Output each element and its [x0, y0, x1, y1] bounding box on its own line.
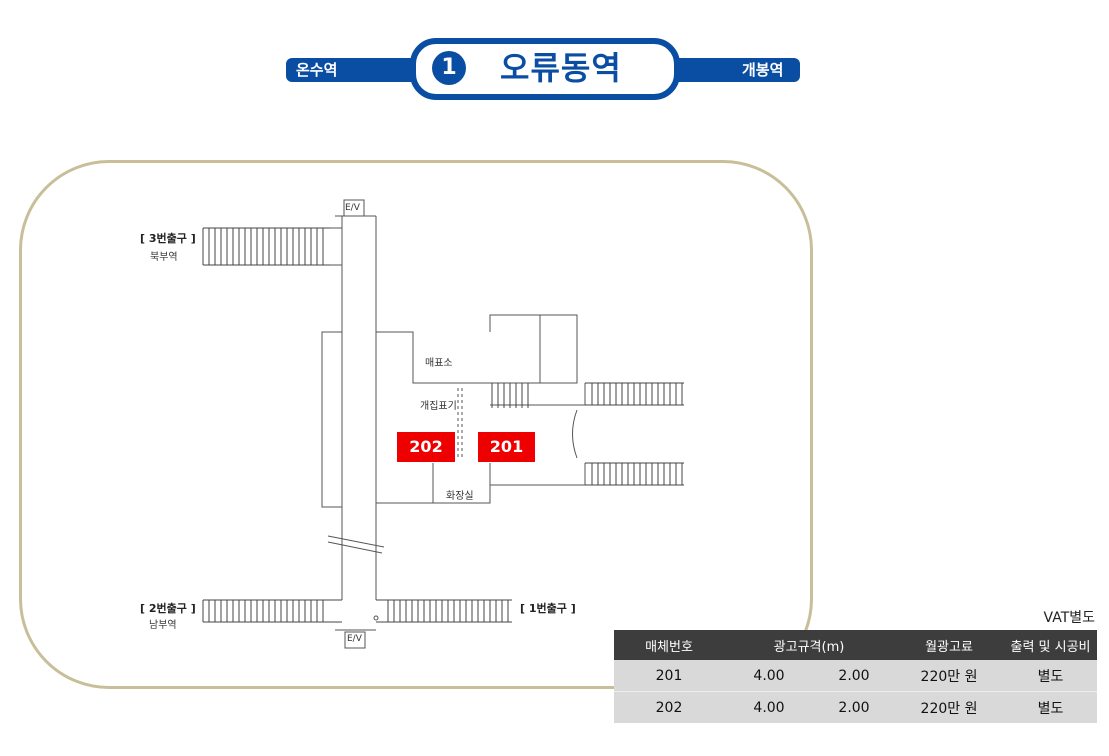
station-name: 오류동역: [500, 49, 622, 87]
exit2-direction: 남부역: [149, 620, 177, 631]
header-install-cost: 출력 및 시공비: [1010, 639, 1091, 655]
ticket-office-label: 매표소: [425, 358, 453, 369]
elevator-bottom: [344, 631, 366, 649]
elevator-bottom-label: E/V: [347, 634, 362, 644]
exit1-label: [ 1번출구 ]: [520, 602, 576, 615]
header-ad-size: 광고규격(m): [773, 639, 845, 655]
prev-station-label: 온수역: [296, 61, 338, 79]
stairs-exit3: [202, 228, 324, 265]
line-number-badge: 1: [432, 51, 466, 85]
cell-height: 2.00: [838, 699, 870, 716]
cell-install-cost: 별도: [1037, 668, 1064, 685]
ticket-gate-label: 개집표기: [420, 401, 457, 412]
table-row: 202 4.00 2.00 220만 원 별도: [614, 691, 1097, 723]
table-header: 매체번호 광고규격(m) 월광고료 출력 및 시공비: [614, 630, 1097, 660]
stairs-east-lower: [591, 463, 683, 485]
next-station-label: 개봉역: [742, 61, 784, 79]
cell-height: 2.00: [838, 667, 870, 684]
cell-width: 4.00: [753, 699, 785, 716]
exit3-direction: 북부역: [150, 252, 178, 263]
stairs-east-upper: [591, 383, 683, 405]
platform-block: [321, 331, 343, 508]
elevator-top: [343, 199, 365, 217]
stairs-exit1: [387, 600, 509, 622]
cell-install-cost: 별도: [1037, 700, 1064, 717]
stairs-exit2: [202, 600, 324, 622]
cell-monthly-fee: 220만 원: [920, 700, 978, 717]
header-media-number: 매체번호: [645, 639, 693, 655]
cell-monthly-fee: 220만 원: [920, 668, 978, 685]
cell-media-number: 202: [655, 699, 683, 716]
cell-media-number: 201: [655, 667, 683, 684]
header-monthly-fee: 월광고료: [925, 639, 973, 655]
exit2-label: [ 2번출구 ]: [140, 602, 196, 615]
ad-location-201[interactable]: 201: [478, 432, 535, 462]
table-row: 201 4.00 2.00 220만 원 별도: [614, 660, 1097, 691]
ad-location-202[interactable]: 202: [397, 432, 455, 462]
pricing-table: 매체번호 광고규격(m) 월광고료 출력 및 시공비 201 4.00 2.00…: [614, 630, 1097, 723]
station-map-frame: [19, 160, 813, 689]
exit3-label: [ 3번출구 ]: [140, 232, 196, 245]
elevator-top-label: E/V: [345, 203, 360, 213]
stairs-inner: [491, 383, 529, 408]
restroom-label: 화장실: [446, 491, 474, 502]
vat-note: VAT별도: [1043, 610, 1095, 626]
cell-width: 4.00: [753, 667, 785, 684]
